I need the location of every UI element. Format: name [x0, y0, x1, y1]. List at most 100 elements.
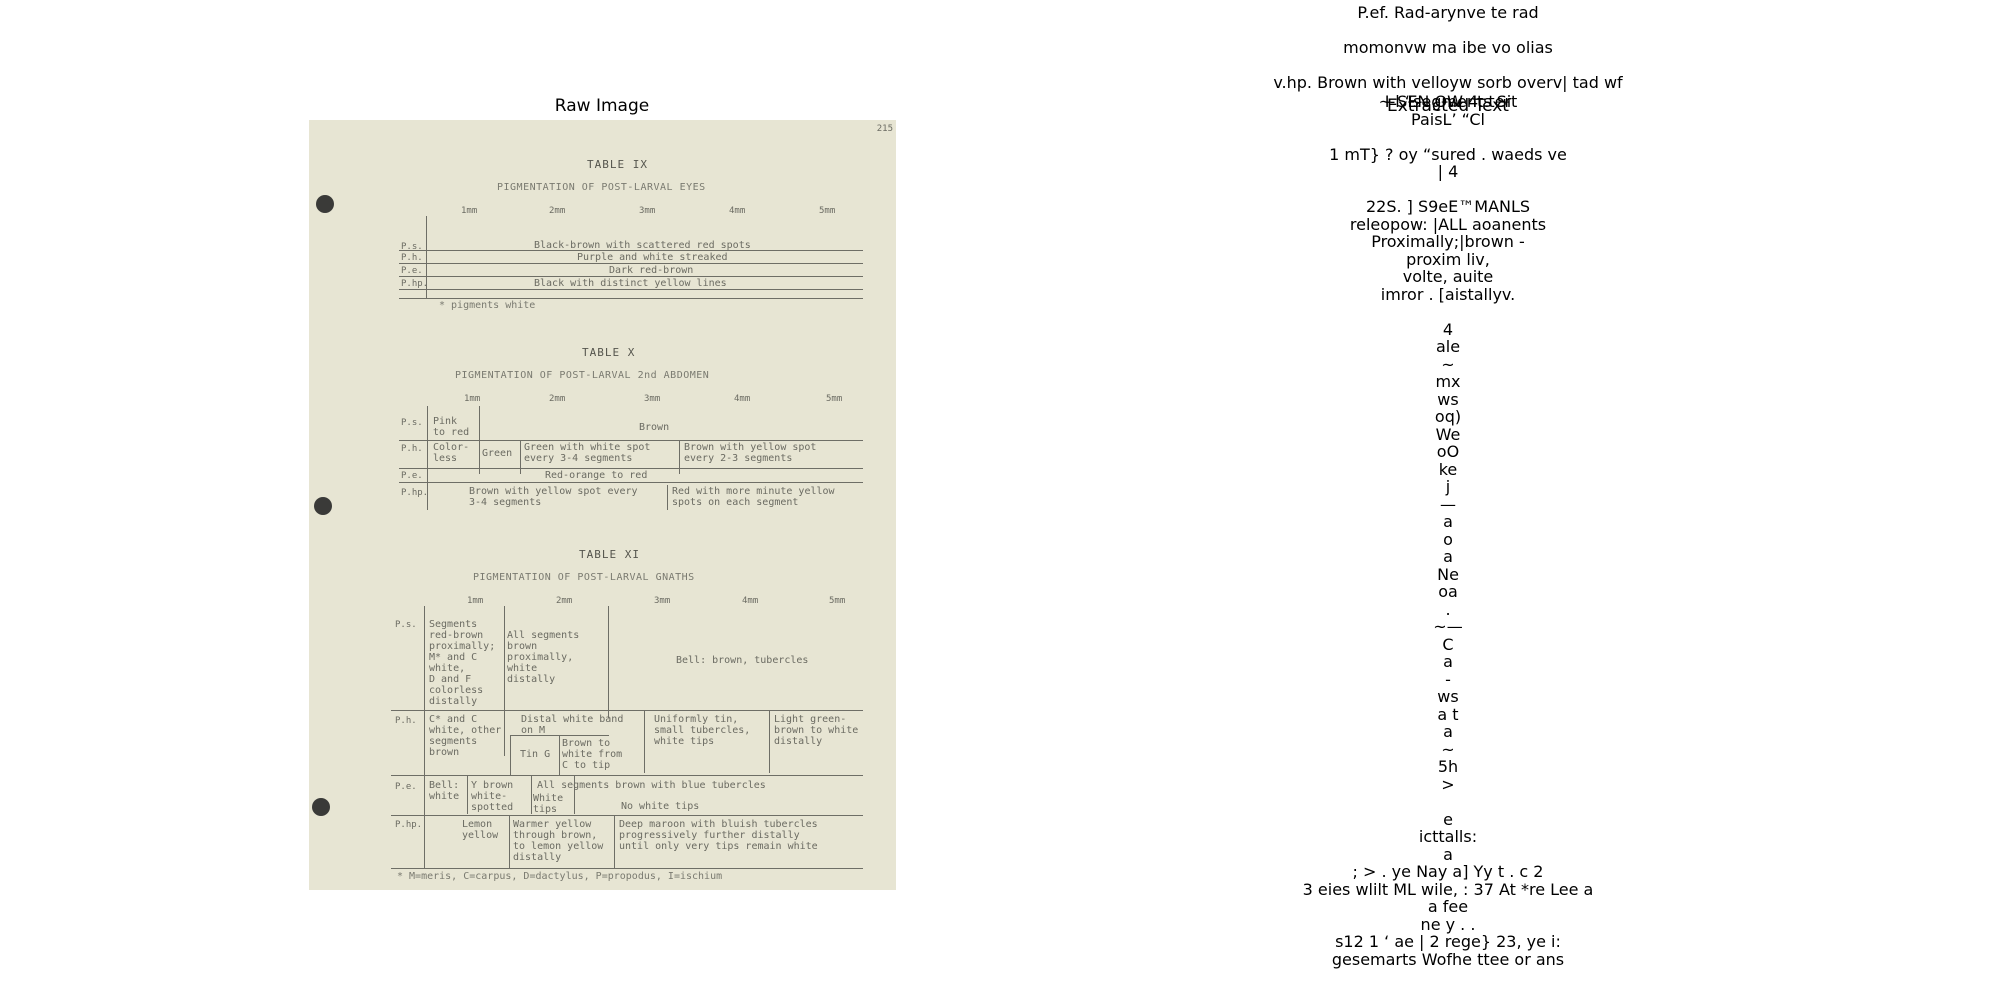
table9-rule	[399, 298, 863, 299]
table11-rule	[574, 776, 575, 814]
table11-col-head: 2mm	[556, 596, 573, 606]
table11-cell: All segments brown with blue tubercles	[537, 780, 766, 791]
table11-row-label: P.s.	[395, 620, 417, 630]
table10-subtitle: PIGMENTATION OF POST-LARVAL 2nd ABDOMEN	[455, 370, 710, 381]
table11-caption: TABLE XI	[579, 548, 640, 561]
ocr-block: 1 mT} ? oy “sured . waeds ve| 4	[1168, 144, 1728, 181]
table9-col-head: 1mm	[461, 206, 478, 216]
ocr-line: ~ SEN OW 4. tert	[1378, 91, 1518, 111]
table11-col-head: 1mm	[467, 596, 484, 606]
table11-rule	[510, 735, 609, 736]
table9-footnote: * pigments white	[439, 300, 536, 311]
table9-col-head: 3mm	[639, 206, 656, 216]
extracted-text-title: Extracted Text	[1387, 96, 1509, 116]
table10-rule	[520, 440, 521, 474]
table11-rule	[608, 606, 609, 718]
table11-rule	[531, 776, 532, 814]
ocr-line: a	[1443, 844, 1453, 864]
ocr-line: releopow: |ALL aoanents	[1349, 214, 1547, 234]
table11-row-label: P.e.	[395, 782, 417, 792]
ocr-line: a	[1443, 722, 1453, 741]
table11-rule	[391, 815, 863, 816]
ocr-line: a	[1443, 512, 1453, 531]
table11-cell: No white tips	[621, 801, 700, 812]
ocr-line: Ne	[1437, 564, 1459, 584]
ocr-line: a t	[1437, 704, 1459, 724]
ocr-line: ~—	[1433, 617, 1463, 636]
page-number: 215	[876, 124, 893, 134]
table10-cell: Brown with yellow spot every 2-3 segment…	[684, 442, 817, 464]
table11-rule	[424, 606, 425, 868]
ocr-line: We	[1435, 424, 1461, 444]
table10-rule	[399, 482, 863, 483]
table11-rule	[559, 735, 560, 775]
table10-rule	[679, 440, 680, 474]
table11-footnote: * M=meris, C=carpus, D=dactylus, P=propo…	[397, 871, 723, 882]
ocr-line: ~	[1441, 739, 1455, 759]
table9-caption: TABLE IX	[587, 158, 648, 171]
table11-rule	[391, 868, 863, 869]
table11-rule	[769, 711, 770, 773]
ocr-line: .	[1445, 599, 1451, 619]
table11-cell: Y brown white- spotted	[471, 780, 514, 813]
table10-cell: Green with white spot every 3-4 segments	[524, 442, 651, 464]
ocr-line: —	[1440, 494, 1456, 514]
table10-row-label: P.s.	[401, 418, 423, 428]
table11-rule	[510, 735, 511, 775]
table11-cell: White tips	[533, 793, 564, 815]
table10-cell: Pink to red	[433, 416, 470, 438]
ocr-line: e	[1443, 809, 1453, 829]
ocr-line: 5h	[1437, 757, 1459, 776]
ocr-line: ale	[1435, 337, 1461, 356]
table10-rule	[427, 406, 428, 510]
table11-rule	[467, 776, 468, 814]
ocr-line: Proximally;|brown -	[1371, 232, 1525, 251]
table9-row-label: P.s.	[401, 242, 423, 252]
table11-col-head: 5mm	[829, 596, 846, 606]
table10-cell: Color- less	[433, 442, 470, 464]
table9-row-label: P.e.	[401, 266, 423, 276]
ocr-line: v.hp. Brown with velloyw sorb overv| tad…	[1273, 73, 1623, 92]
ocr-line: I-l “segments Si	[1384, 92, 1512, 111]
table11-col-head: 4mm	[742, 596, 759, 606]
ocr-line: ne y . .	[1420, 914, 1476, 934]
table9-cell: Purple and white streaked	[577, 252, 728, 263]
ocr-line: j	[1445, 477, 1451, 496]
ocr-line: oO	[1436, 442, 1460, 461]
table10-rule	[399, 468, 863, 469]
table10-cell: Red with more minute yellow spots on eac…	[672, 486, 835, 508]
table11-cell: C* and C white, other segments brown	[429, 714, 502, 758]
ocr-line: -	[1445, 669, 1451, 689]
table10-row-label: P.e.	[401, 471, 423, 481]
punch-hole	[312, 798, 330, 816]
ocr-line: oq)	[1434, 407, 1462, 426]
ocr-text-top: P.ef. Rad-arynve te rad momonvw ma ibe v…	[1168, 4, 1728, 128]
table11-rule	[391, 710, 863, 711]
ocr-line: ~	[1441, 354, 1455, 374]
punch-hole	[316, 195, 334, 213]
ocr-line: icttalls:	[1418, 827, 1478, 846]
ocr-line: ; > . ye Nay a] Yy t . c 2	[1352, 862, 1544, 881]
ocr-line: a fee	[1427, 897, 1469, 916]
ocr-line: C	[1442, 634, 1454, 654]
punch-hole	[314, 497, 332, 515]
ocr-line: volte, auite	[1402, 267, 1494, 286]
ocr-line: s12 1 ‘ ae | 2 rege} 23, ye i:	[1335, 932, 1561, 951]
table11-cell: Uniformly tin, small tubercles, white ti…	[654, 714, 751, 747]
table10-caption: TABLE X	[582, 346, 636, 359]
ocr-line: 1 mT} ? oy “sured . waeds ve	[1329, 144, 1567, 164]
ocr-line: a	[1443, 652, 1453, 671]
ocr-line: mx	[1435, 372, 1461, 391]
ocr-line: 3 eies wlilt ML wile, : 37 At *re Lee a	[1302, 879, 1594, 899]
table9-col-head: 4mm	[729, 206, 746, 216]
table11-cell: All segments brown proximally, white dis…	[507, 630, 580, 685]
table11-row-label: P.hp.	[395, 820, 423, 830]
table9-subtitle: PIGMENTATION OF POST-LARVAL EYES	[497, 182, 706, 193]
table10-cell: Brown with yellow spot every 3-4 segment…	[469, 486, 638, 508]
table10-rule	[667, 485, 668, 510]
table11-cell: Segments red-brown proximally; M* and C …	[429, 619, 496, 707]
